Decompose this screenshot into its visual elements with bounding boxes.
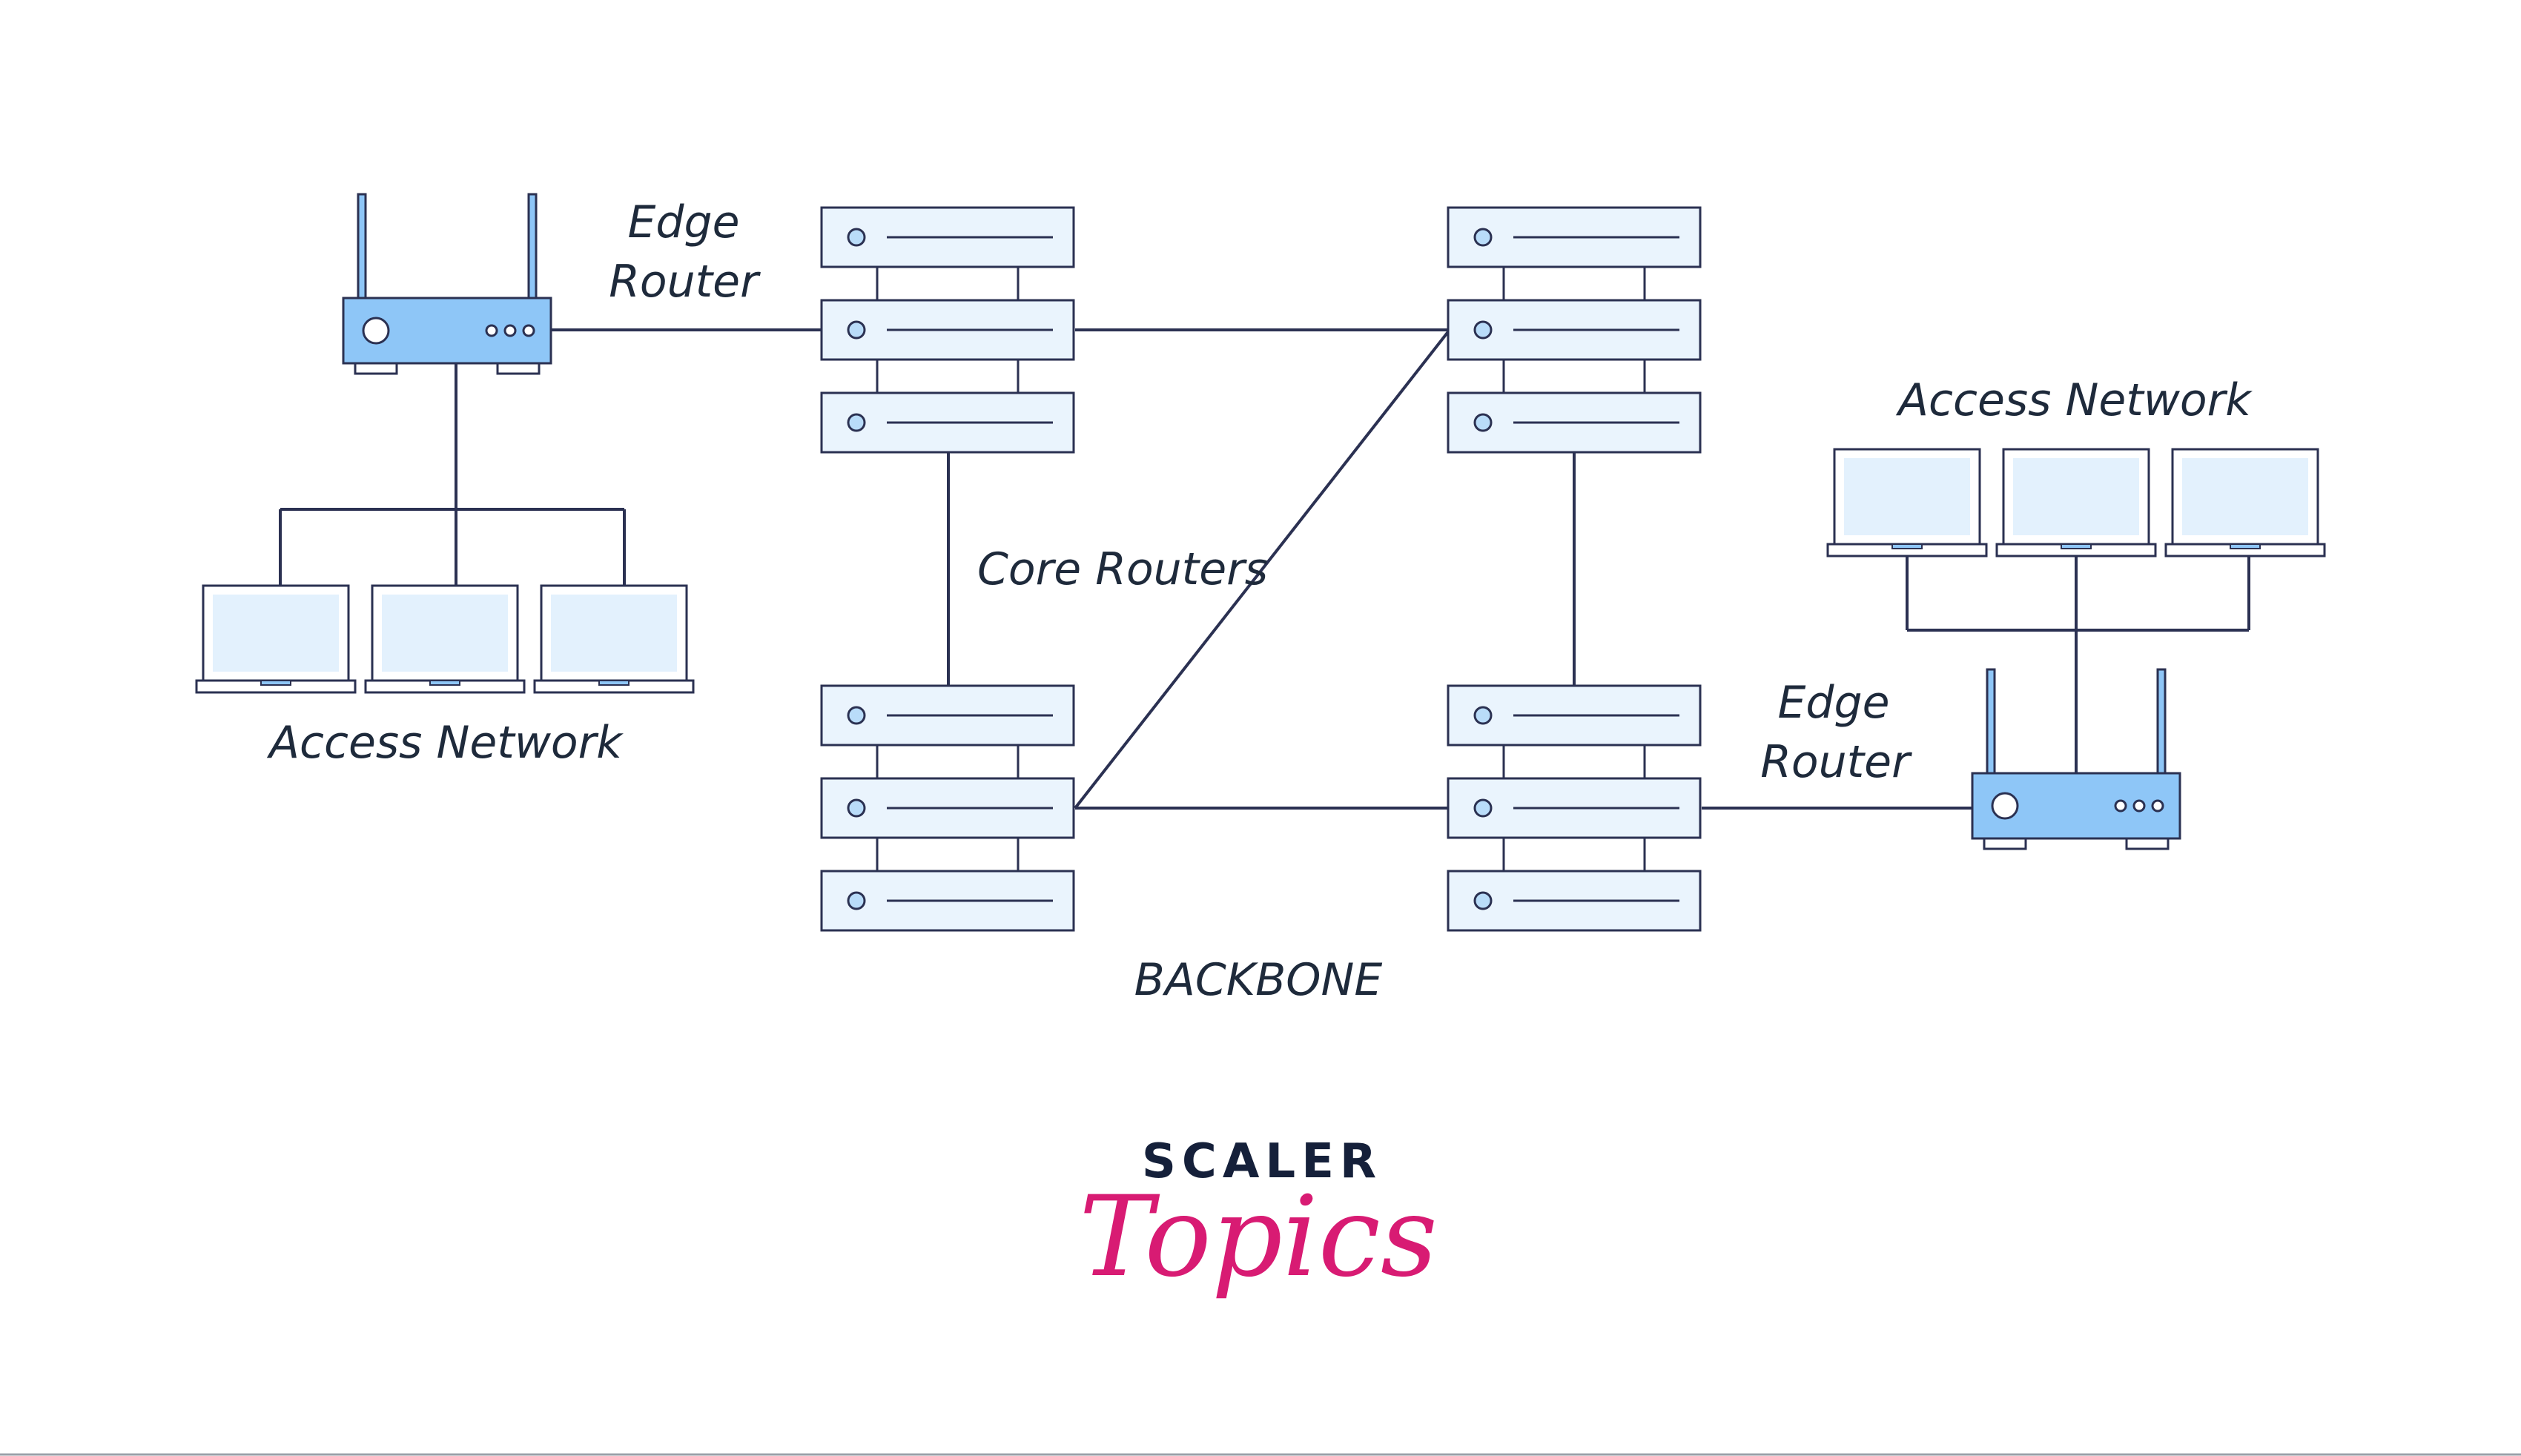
wifi-router-icon (342, 193, 552, 375)
logo-top-text: SCALER (1142, 1134, 1382, 1189)
edge-router-label-right-line2: Router (1760, 736, 1912, 788)
core-router-rack-top-right (1448, 208, 1700, 452)
access-network-label-left: Access Network (266, 717, 624, 769)
core-routers-label: Core Routers (977, 543, 1268, 595)
access-network-label-right: Access Network (1895, 374, 2253, 426)
laptop-icon (364, 584, 526, 694)
edge-router-label-right-line1: Edge (1778, 677, 1890, 729)
connection-lines (279, 328, 2250, 810)
logo-script-text: Topics (1079, 1173, 1438, 1302)
laptop-icon (1826, 448, 1988, 557)
scaler-topics-logo: SCALER Topics (1079, 1134, 1438, 1302)
backbone-label: BACKBONE (1134, 954, 1383, 1006)
core-router-rack-bottom-left (822, 686, 1074, 930)
edge-router-label-left-line2: Router (609, 256, 761, 308)
laptop-icon (533, 584, 695, 694)
laptop-icon (195, 584, 357, 694)
laptop-icon (2164, 448, 2326, 557)
core-router-rack-bottom-right (1448, 686, 1700, 930)
laptop-icon (1995, 448, 2157, 557)
core-router-rack-top-left (822, 208, 1074, 452)
edge-router-label-left-line1: Edge (628, 196, 740, 248)
